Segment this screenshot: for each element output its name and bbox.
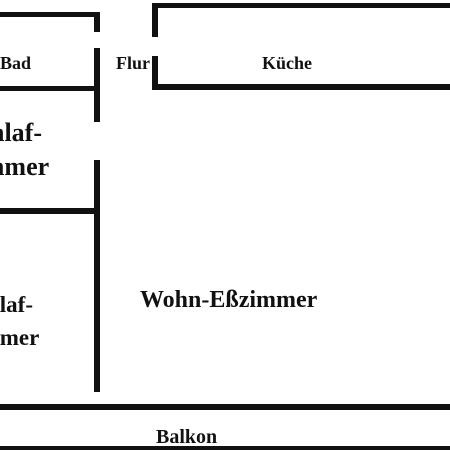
wall-schlafzimmer-upper-right (94, 160, 100, 212)
wall-kueche-top (152, 3, 450, 8)
room-label-schlafzimmer-2: Schlaf- zimmer (0, 288, 39, 355)
room-label-line: Schlaf- (0, 292, 33, 317)
room-label-line: Schlaf- (0, 118, 42, 147)
wall-bad-right (94, 12, 100, 32)
wall-bottom-outer (0, 404, 450, 410)
room-label-line: zimmer (0, 152, 50, 182)
wall-bad-right-lower (94, 48, 100, 122)
wall-bad-bottom (0, 86, 100, 91)
wall-schlafzimmer-lower-right (94, 208, 100, 392)
wall-balkon-edge (0, 446, 450, 450)
room-label-wohn-esszimmer: Wohn-Eßzimmer (140, 287, 318, 313)
room-label-kueche: Küche (262, 53, 313, 73)
wall-kueche-left-lower (152, 56, 158, 90)
wall-kueche-left-upper (152, 3, 158, 37)
room-label-line: zimmer (0, 325, 40, 351)
room-label-schlafzimmer-1: Schlaf- zimmer (0, 116, 49, 185)
room-label-flur: Flur (116, 53, 150, 73)
wall-schlafzimmer-divider (0, 208, 100, 214)
room-label-bad: Bad (0, 53, 32, 73)
wall-kueche-bottom (152, 84, 450, 90)
wall-bad-top (0, 12, 100, 17)
room-label-balkon: Balkon (156, 426, 218, 448)
